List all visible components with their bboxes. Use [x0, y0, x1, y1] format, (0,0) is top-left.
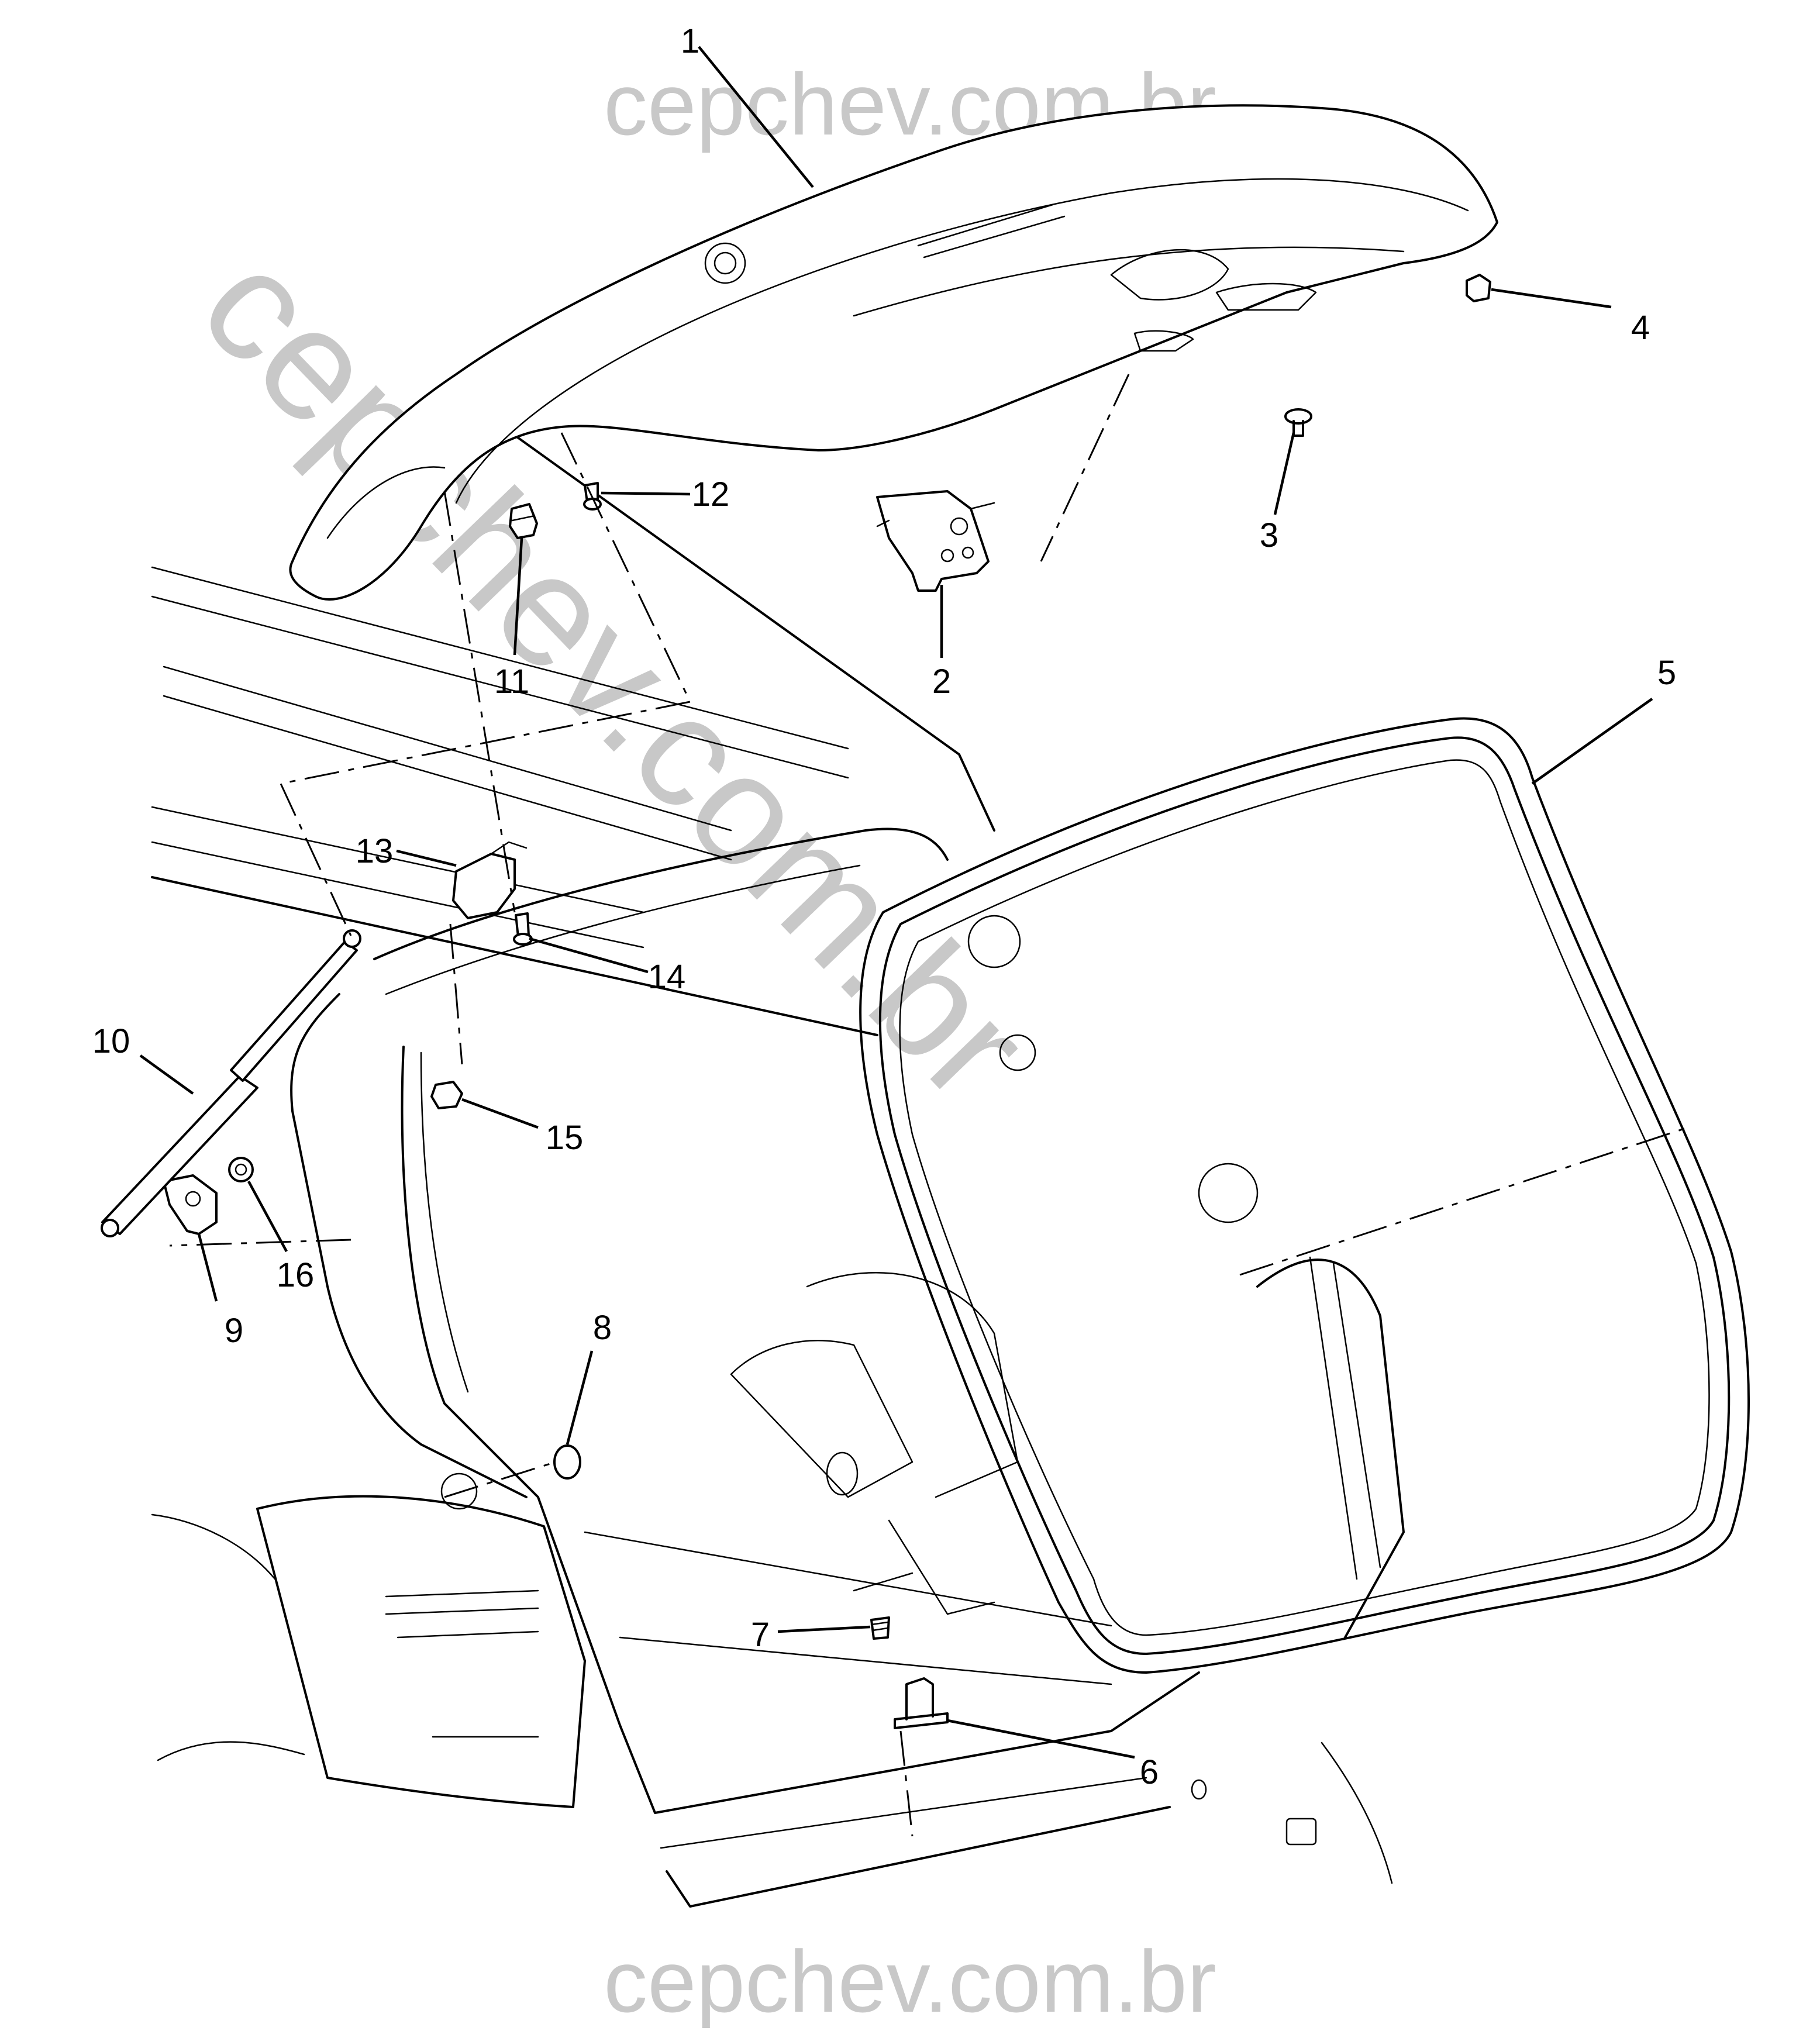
- hinge-nut: [430, 1081, 463, 1109]
- liftgate-weatherstrip: [859, 717, 1750, 1674]
- vehicle-body: [151, 426, 1405, 1908]
- liftgate-edge-bumper: [509, 503, 538, 539]
- callout-8: 8: [593, 1309, 612, 1347]
- strut-stud: [228, 1157, 254, 1182]
- striker-bolt: [870, 1616, 890, 1640]
- callout-15: 15: [546, 1119, 584, 1157]
- callout-9: 9: [225, 1312, 243, 1350]
- callout-10: 10: [92, 1022, 130, 1060]
- assembly-centerlines: [169, 374, 1685, 1837]
- callout-11: 11: [494, 663, 529, 701]
- callout-6: 6: [1140, 1753, 1159, 1791]
- callout-3: 3: [1260, 516, 1278, 554]
- callout-7: 7: [751, 1616, 770, 1654]
- callout-5: 5: [1657, 654, 1676, 692]
- callout-4: 4: [1631, 309, 1650, 347]
- callout-12: 12: [692, 475, 730, 513]
- hinge-body-bolt: [513, 912, 533, 946]
- liftgate-hinge: [452, 841, 528, 919]
- liftgate-gas-strut: [101, 929, 361, 1237]
- callout-2: 2: [932, 663, 951, 701]
- liftgate-bumper: [1466, 274, 1491, 302]
- liftgate-latch: [876, 490, 995, 592]
- latch-bolt: [1284, 408, 1312, 437]
- watermark-bottom: cepchev.com.br: [604, 1932, 1216, 2028]
- liftgate-striker: [894, 1677, 949, 1729]
- strut-bracket: [163, 1174, 218, 1235]
- callout-16: 16: [277, 1256, 315, 1294]
- callout-1: 1: [681, 22, 699, 60]
- access-hole-plug: [553, 1444, 581, 1480]
- callout-leaders: [139, 46, 1653, 1759]
- callout-14: 14: [648, 958, 686, 996]
- callout-13: 13: [356, 832, 394, 870]
- callout-labels: 1 2 3 4 5 6 7 8 9 10 11 12 13 14 15 16: [92, 22, 1676, 1791]
- liftgate-panel: [289, 104, 1498, 601]
